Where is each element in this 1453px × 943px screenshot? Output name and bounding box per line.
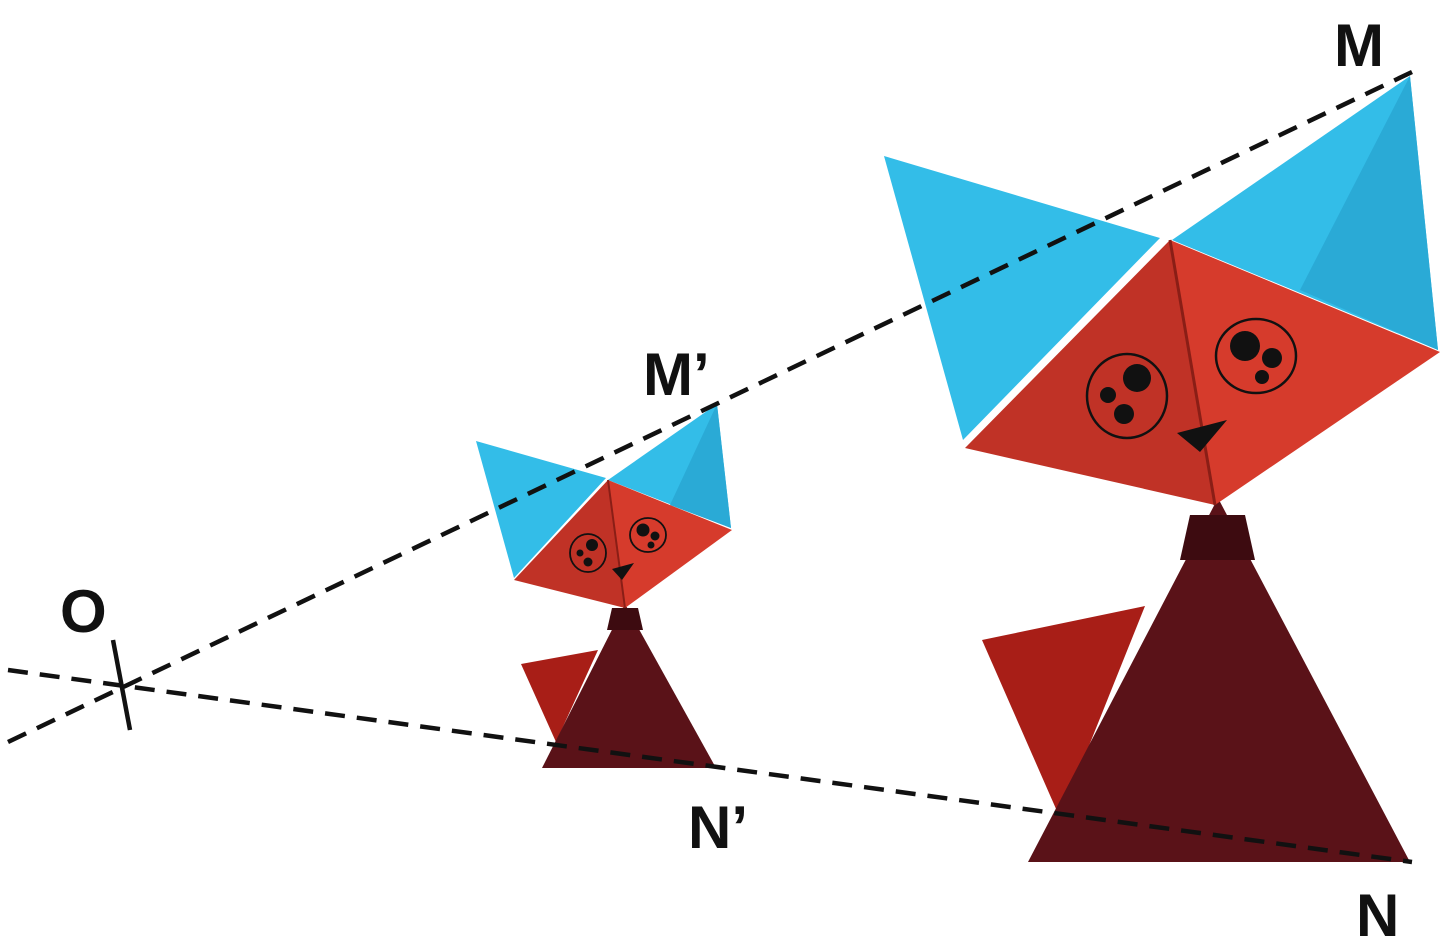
large-cat-right-ear-shade — [1300, 76, 1438, 350]
small-cat-right-ear-shade — [670, 404, 731, 528]
small-origami-cat — [476, 404, 732, 768]
label-o: O — [60, 578, 107, 645]
small-cat-face-right — [608, 480, 732, 608]
small-cat-body — [542, 604, 716, 768]
small-cat-tail — [521, 650, 598, 742]
center-o-mark — [110, 639, 133, 731]
small-cat-nose — [612, 563, 634, 580]
large-cat-face-left — [965, 240, 1215, 505]
label-n-prime: N’ — [688, 794, 748, 861]
dashed-line-om — [7, 69, 1413, 745]
small-cat-neck — [607, 608, 643, 630]
large-cat-right-eye — [1214, 317, 1298, 395]
large-cat-face-fold — [1168, 239, 1217, 506]
label-n: N — [1356, 882, 1399, 943]
large-origami-cat — [884, 76, 1440, 862]
label-m: M — [1334, 12, 1384, 79]
small-cat-left-eye — [569, 533, 607, 573]
small-cat-right-eye — [629, 517, 667, 553]
large-cat-neck — [1180, 515, 1255, 560]
dashed-line-on — [7, 667, 1413, 865]
large-cat-body — [1028, 498, 1410, 862]
small-cat-face-left — [514, 480, 625, 608]
large-cat-nose — [1177, 420, 1227, 452]
small-cat-face-fold — [607, 479, 626, 609]
label-m-prime: M’ — [643, 341, 710, 408]
large-cat-left-eye — [1085, 352, 1169, 440]
small-cat-left-ear — [476, 441, 606, 578]
large-cat-face-right — [1170, 240, 1440, 505]
large-cat-tail — [982, 606, 1145, 818]
